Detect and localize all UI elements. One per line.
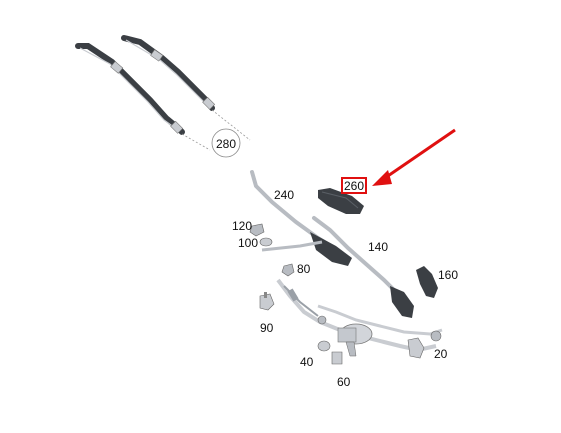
wiper-blade-260[interactable] (318, 188, 364, 214)
nut-120[interactable] (249, 223, 265, 237)
wiper-arm-240[interactable] (250, 170, 352, 266)
callout-280[interactable]: 280 (215, 137, 237, 151)
callout-90[interactable]: 90 (260, 321, 274, 335)
callout-60[interactable]: 60 (337, 375, 351, 389)
highlight-arrow (372, 128, 456, 186)
wiper-blade-pair-280[interactable] (75, 35, 251, 158)
grommet-60[interactable] (331, 351, 343, 365)
callout-160[interactable]: 160 (438, 268, 459, 282)
callout-20[interactable]: 20 (434, 347, 448, 361)
callout-120[interactable]: 120 (232, 219, 253, 233)
connector-90[interactable] (259, 292, 275, 311)
callout-240[interactable]: 240 (274, 188, 295, 202)
wiper-motor[interactable] (337, 323, 373, 357)
bushing-20[interactable] (407, 337, 425, 359)
grommet-40[interactable] (317, 340, 331, 352)
callout-40[interactable]: 40 (300, 355, 314, 369)
callout-100[interactable]: 100 (238, 236, 259, 250)
callout-circle-280 (211, 128, 241, 158)
wiper-arm-140[interactable] (312, 216, 414, 318)
washer-100[interactable] (259, 237, 273, 247)
callout-140[interactable]: 140 (368, 240, 389, 254)
bracket-80[interactable] (281, 263, 295, 277)
cover-cap-160[interactable] (416, 266, 438, 298)
callout-260-highlighted[interactable]: 260 (341, 177, 368, 194)
callout-80[interactable]: 80 (297, 262, 311, 276)
